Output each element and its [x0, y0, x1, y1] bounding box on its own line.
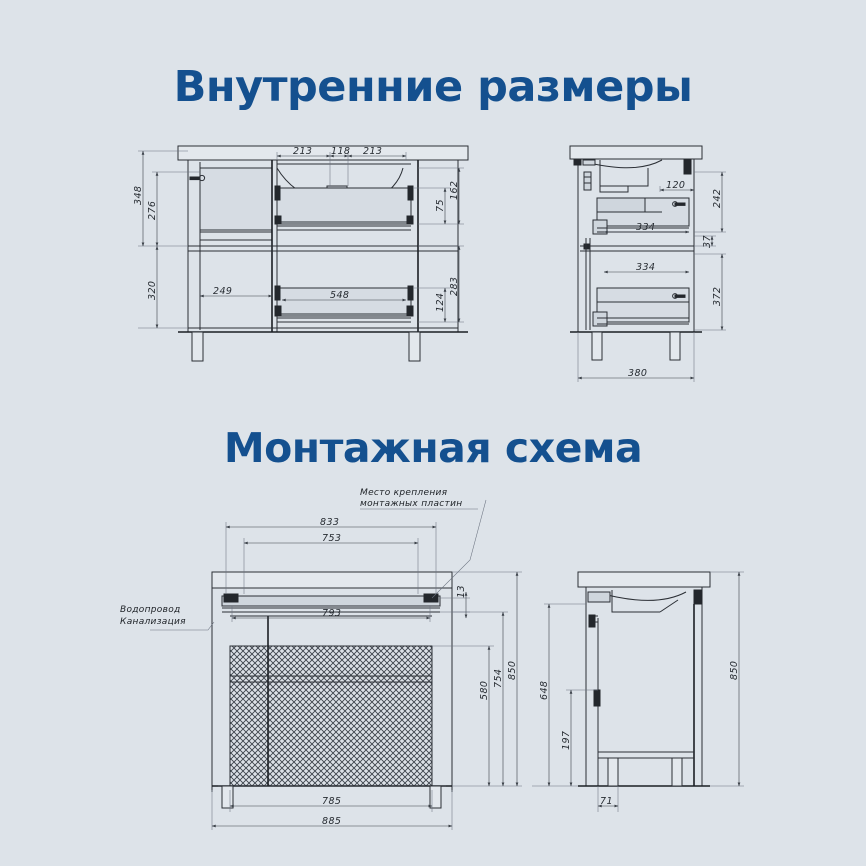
dim-mount-754: 754: [493, 669, 504, 688]
note-mount-plates-line1: Место крепления: [360, 488, 448, 498]
dim-mount-side-197: 197: [561, 731, 572, 750]
note-mount-plates-line2: монтажных пластин: [360, 499, 462, 509]
dim-front-213-right: 213: [363, 146, 382, 157]
dim-front-118: 118: [331, 146, 350, 157]
dim-mount-885: 885: [322, 816, 341, 827]
dim-mount-833: 833: [320, 517, 339, 528]
dim-mount-580: 580: [479, 681, 490, 700]
dim-side-334-upper: 334: [636, 222, 655, 233]
dim-front-348: 348: [133, 186, 144, 205]
internal-side-view: 120 242 334 37 334 372 380: [569, 145, 726, 382]
mounting-side-view: 648 197 71 850: [532, 571, 744, 812]
dim-front-276: 276: [147, 201, 158, 220]
page-title-internal-dimensions: Внутренние размеры: [173, 62, 693, 112]
dim-front-249: 249: [213, 286, 232, 297]
dim-mount-13: 13: [456, 585, 467, 598]
dim-side-120: 120: [666, 180, 685, 191]
internal-front-view: 213 118 213 348 276 320 162 75: [133, 145, 469, 362]
dim-front-124: 124: [435, 293, 446, 312]
dim-front-283: 283: [449, 277, 460, 296]
note-water-supply: Водопровод Канализация: [120, 605, 186, 627]
dim-side-334-lower: 334: [636, 262, 655, 273]
page-title-mounting-scheme: Монтажная схема: [223, 424, 643, 472]
note-water-line1: Водопровод: [120, 605, 181, 615]
dim-front-548: 548: [330, 290, 349, 301]
mounting-front-view: 833 753 793 13 580 754 850: [150, 499, 522, 830]
dim-front-213-left: 213: [293, 146, 312, 157]
dim-mount-793: 793: [322, 608, 341, 619]
dim-mount-side-648: 648: [539, 681, 550, 700]
dim-mount-785: 785: [322, 796, 341, 807]
dim-mount-850: 850: [507, 661, 518, 680]
dim-side-242: 242: [712, 189, 723, 208]
dim-front-320: 320: [147, 281, 158, 300]
dim-mount-side-850: 850: [729, 661, 740, 680]
dim-side-380: 380: [628, 368, 647, 379]
note-mount-plates: Место крепления монтажных пластин: [360, 488, 478, 510]
dim-mount-side-71: 71: [600, 796, 613, 807]
dim-mount-753: 753: [322, 533, 341, 544]
dim-side-372: 372: [712, 287, 723, 306]
note-water-line2: Канализация: [120, 617, 186, 627]
dim-front-75: 75: [435, 199, 446, 212]
dim-side-37: 37: [702, 235, 713, 248]
dim-front-162: 162: [449, 181, 460, 200]
